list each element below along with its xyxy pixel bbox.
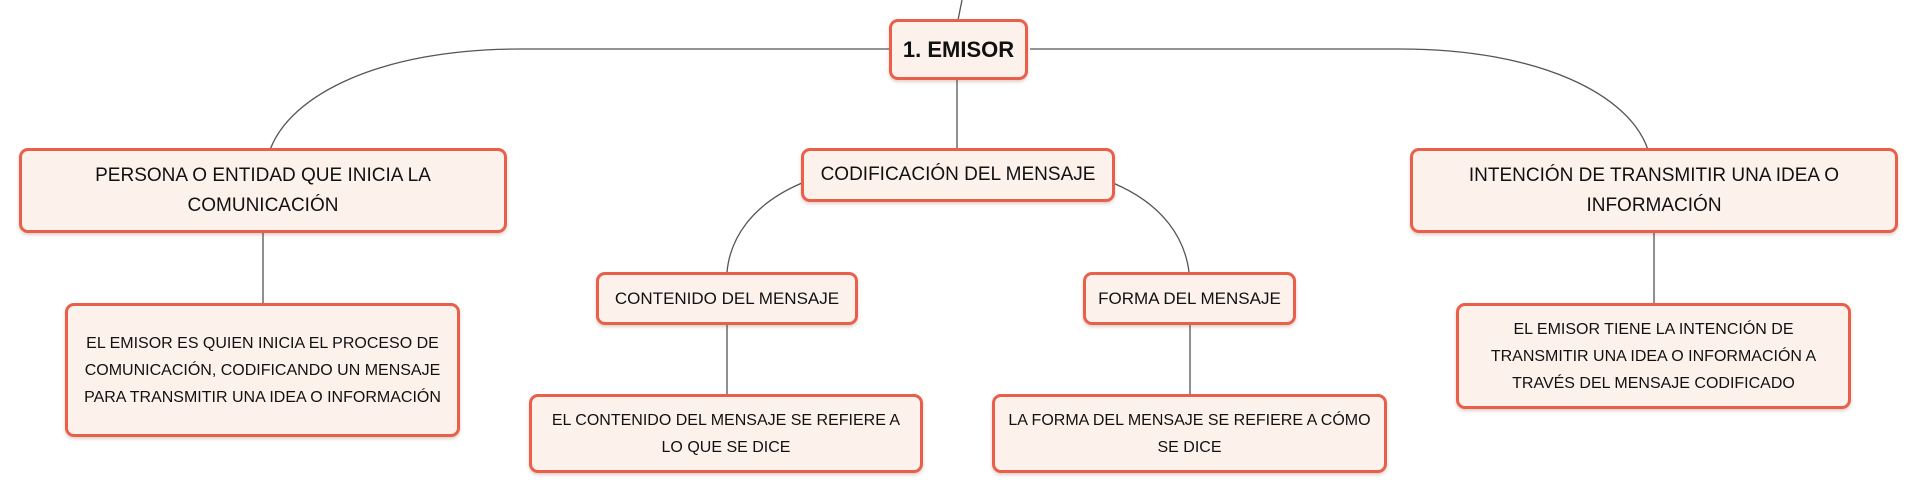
node-contenido-label: CONTENIDO DEL MENSAJE — [614, 288, 840, 308]
connector-codificacion-contenido — [726, 182, 803, 273]
node-root-label: 1. EMISOR — [902, 36, 1015, 62]
node-intencion[interactable]: INTENCIÓN DE TRANSMITIR UNA IDEA O INFOR… — [1410, 148, 1898, 233]
node-emisor-desc-label: EL EMISOR ES QUIEN INICIA EL PROCESO DE … — [84, 334, 441, 406]
node-intencion-desc-label: EL EMISOR TIENE LA INTENCIÓN DE TRANSMIT… — [1490, 320, 1817, 392]
node-forma-desc[interactable]: LA FORMA DEL MENSAJE SE REFIERE A CÓMO S… — [992, 394, 1387, 473]
node-forma[interactable]: FORMA DEL MENSAJE — [1083, 272, 1296, 325]
node-emisor-desc[interactable]: EL EMISOR ES QUIEN INICIA EL PROCESO DE … — [65, 303, 460, 437]
connector-root-persona — [269, 48, 890, 151]
node-contenido-desc[interactable]: EL CONTENIDO DEL MENSAJE SE REFIERE A LO… — [529, 394, 923, 473]
node-root[interactable]: 1. EMISOR — [889, 19, 1028, 80]
node-codificacion-label: CODIFICACIÓN DEL MENSAJE — [820, 164, 1096, 185]
node-forma-desc-label: LA FORMA DEL MENSAJE SE REFIERE A CÓMO S… — [1008, 411, 1371, 456]
node-codificacion[interactable]: CODIFICACIÓN DEL MENSAJE — [801, 148, 1115, 202]
connector-codificacion-forma — [1112, 182, 1190, 273]
node-forma-label: FORMA DEL MENSAJE — [1098, 288, 1281, 308]
connector-root-intencion — [1030, 48, 1649, 151]
node-persona[interactable]: PERSONA O ENTIDAD QUE INICIA LA COMUNICA… — [19, 148, 507, 233]
node-intencion-label: INTENCIÓN DE TRANSMITIR UNA IDEA O INFOR… — [1468, 164, 1840, 216]
node-intencion-desc[interactable]: EL EMISOR TIENE LA INTENCIÓN DE TRANSMIT… — [1456, 303, 1851, 409]
node-contenido-desc-label: EL CONTENIDO DEL MENSAJE SE REFIERE A LO… — [551, 411, 901, 456]
node-contenido[interactable]: CONTENIDO DEL MENSAJE — [596, 272, 858, 325]
connector-incoming — [957, 0, 963, 21]
node-persona-label: PERSONA O ENTIDAD QUE INICIA LA COMUNICA… — [95, 164, 431, 216]
